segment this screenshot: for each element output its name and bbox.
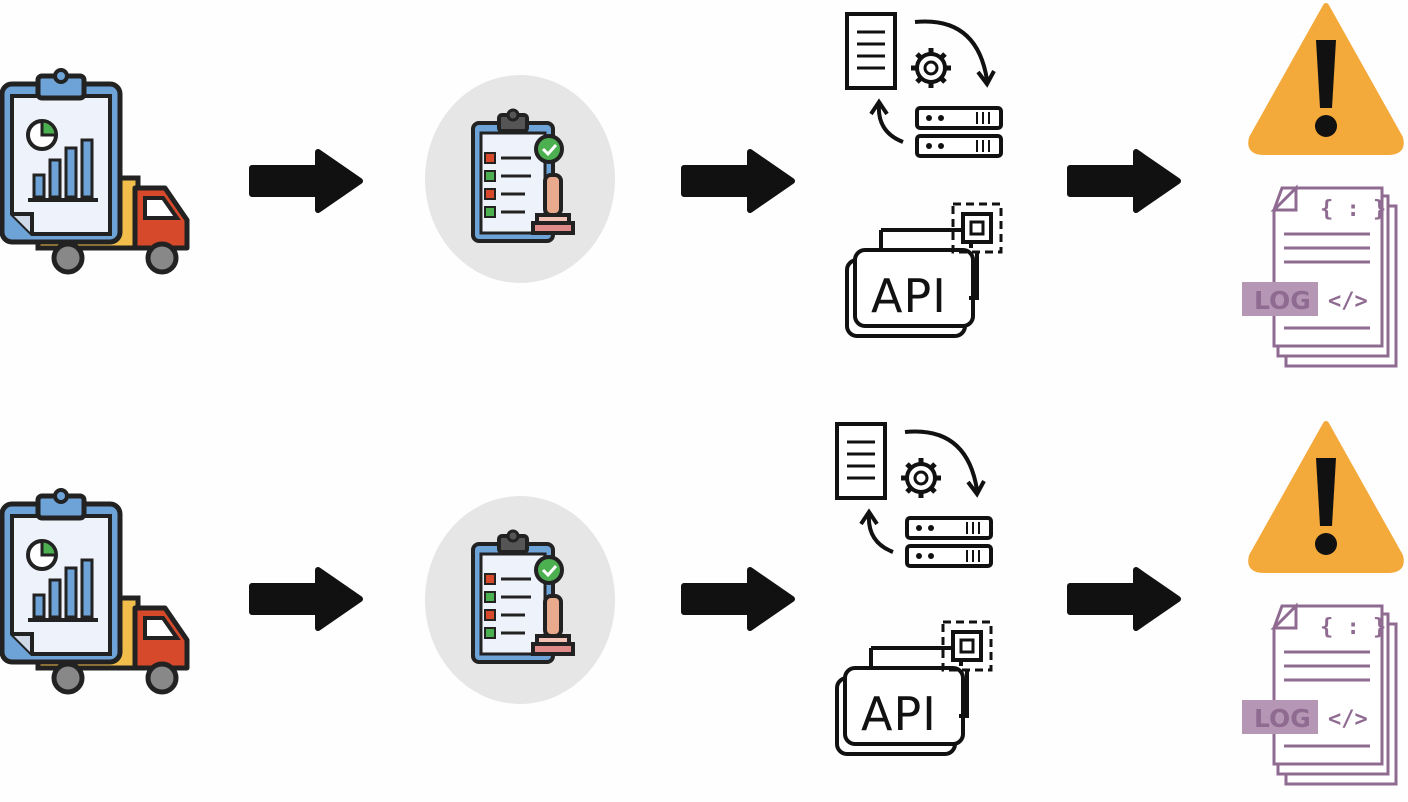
flow-arrow — [680, 566, 796, 632]
shipment-report-icon — [0, 488, 200, 710]
api-label: API — [871, 269, 947, 323]
log-label: LOG — [1254, 286, 1311, 315]
document-processing-icon — [835, 422, 1000, 572]
approval-checklist-icon — [425, 75, 615, 283]
flow-arrow — [1066, 566, 1182, 632]
flow-arrow — [680, 148, 796, 214]
api-icon: API — [835, 618, 1000, 764]
log-files-icon: { : } LOG </> — [1240, 602, 1408, 786]
api-icon: API — [845, 200, 1010, 346]
flow-arrow — [248, 566, 364, 632]
warning-icon — [1246, 0, 1406, 156]
log-files-icon: { : } LOG </> — [1240, 184, 1408, 368]
flow-arrow — [1066, 148, 1182, 214]
flow-row-1: API { : } LOG </> — [0, 0, 1408, 384]
approval-checklist-icon — [425, 496, 615, 704]
json-label: { : } — [1320, 615, 1386, 640]
shipment-report-icon — [0, 68, 200, 290]
flow-arrow — [248, 148, 364, 214]
log-label: LOG — [1254, 704, 1311, 733]
flow-row-2: API { : } LOG </> — [0, 418, 1408, 802]
json-label: { : } — [1320, 197, 1386, 222]
code-label: </> — [1328, 707, 1368, 732]
document-processing-icon — [845, 12, 1010, 162]
api-label: API — [861, 687, 937, 741]
warning-icon — [1246, 418, 1406, 574]
code-label: </> — [1328, 289, 1368, 314]
